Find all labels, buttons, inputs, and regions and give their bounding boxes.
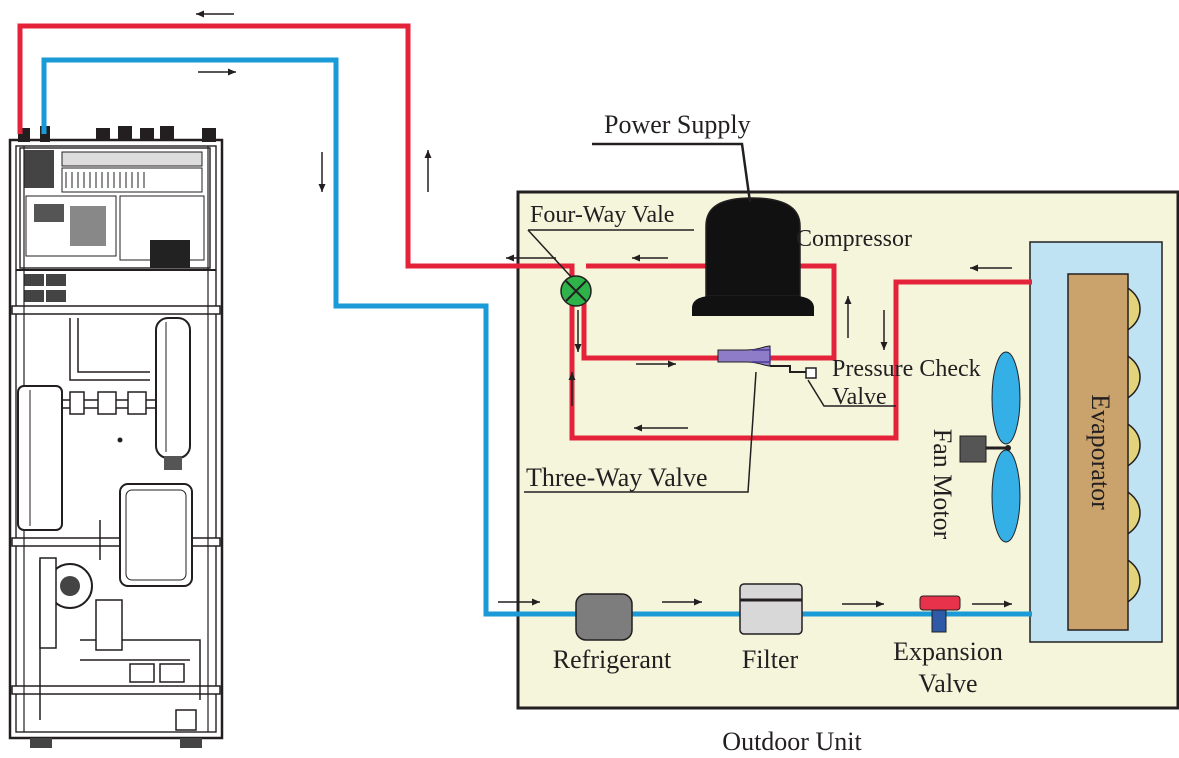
power-supply-label: Power Supply [604, 110, 751, 139]
four-way-valve-label: Four-Way Vale [530, 202, 674, 228]
arrow-icon [425, 150, 432, 192]
arrow-icon [319, 152, 326, 192]
three-way-valve-label: Three-Way Valve [526, 463, 708, 492]
filter-label: Filter [742, 645, 799, 674]
fan-motor-icon [960, 436, 986, 462]
pressure-check-valve-label-2: Valve [832, 384, 887, 410]
indoor-unit [10, 126, 222, 748]
evaporator: Evaporator [1030, 242, 1162, 642]
pressure-check-valve-label-1: Pressure Check [832, 356, 981, 382]
fan-icon [992, 352, 1020, 444]
outdoor-unit-label: Outdoor Unit [722, 727, 862, 756]
refrigerant-label: Refrigerant [553, 645, 672, 674]
compressor-label: Compressor [796, 226, 912, 252]
fan-motor-label: Fan Motor [928, 429, 957, 540]
evaporator-label: Evaporator [1086, 394, 1115, 510]
expansion-valve-label-1: Expansion [893, 637, 1003, 666]
expansion-valve-label-2: Valve [918, 669, 977, 698]
arrow-icon [198, 69, 236, 76]
filter: Filter [740, 584, 802, 674]
power-supply: Power Supply [592, 110, 751, 202]
arrow-icon [196, 11, 234, 18]
